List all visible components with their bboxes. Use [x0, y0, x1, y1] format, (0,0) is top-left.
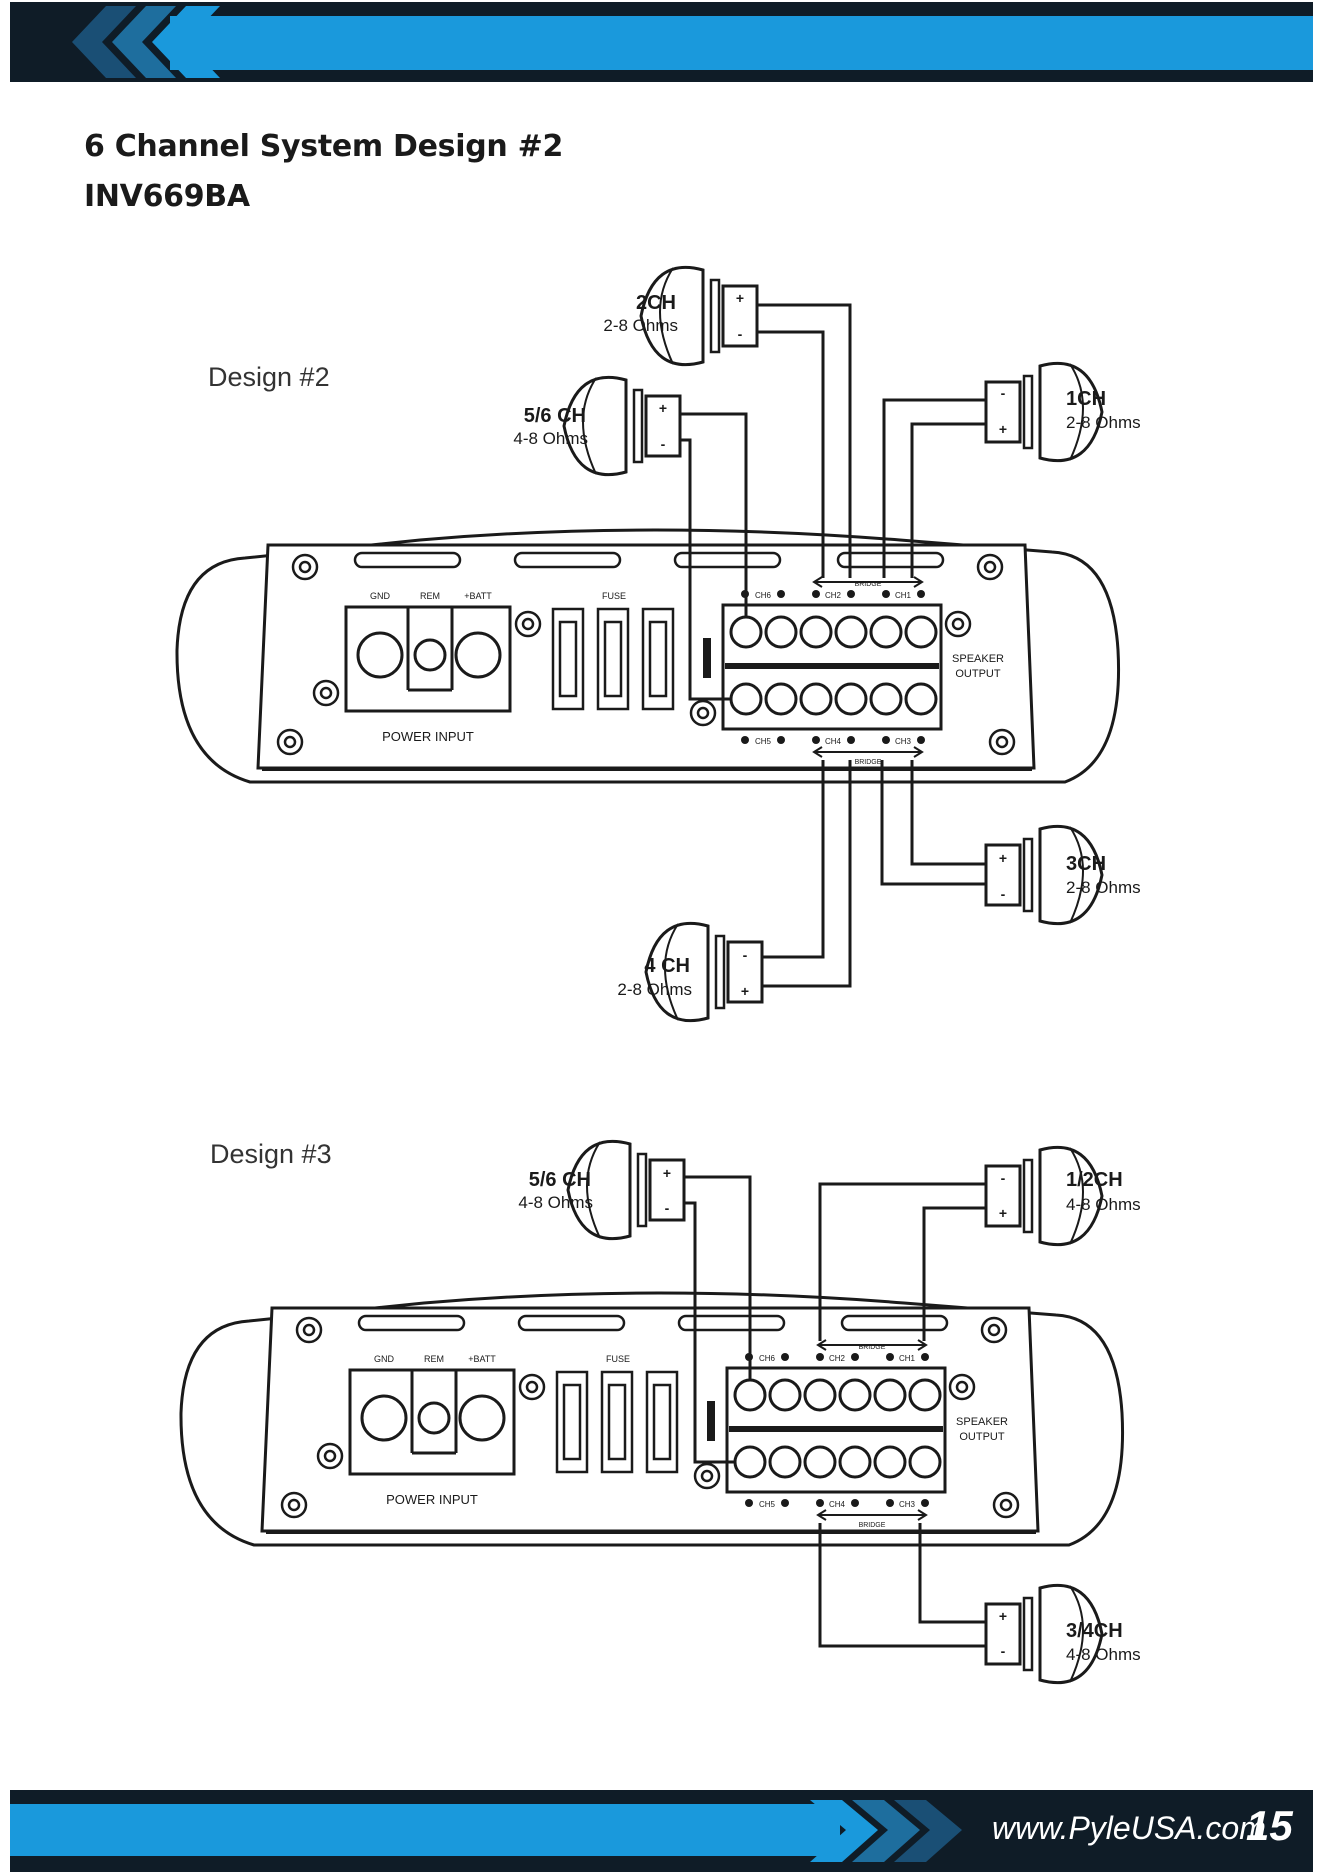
speaker-impedance: 2-8 Ohms [1066, 413, 1141, 432]
speaker-name: 5/6 CH [529, 1169, 591, 1191]
design-3-ch1-label: CH1 [899, 1354, 916, 1363]
speaker-plus-icon: + [741, 983, 749, 999]
speaker-impedance: 4-8 Ohms [1066, 1195, 1141, 1214]
speaker-name: 1CH [1066, 388, 1106, 410]
design-3-ch3-label: CH3 [899, 1500, 916, 1509]
speaker-impedance: 4-8 Ohms [1066, 1645, 1141, 1664]
design-2-ch3-label: CH3 [895, 737, 912, 746]
speaker-impedance: 4-8 Ohms [513, 429, 588, 448]
design-3: Design #3 GND REM +BATT POWER INPUT FUSE… [181, 1139, 1141, 1685]
design-3-speaker-output-label-2: OUTPUT [959, 1431, 1005, 1443]
design-2-fuse-label: FUSE [602, 591, 626, 601]
design-2-ch5-label: CH5 [755, 737, 772, 746]
design-2-amplifier: GND REM +BATT POWER INPUT FUSE SPEAKER O… [177, 530, 1119, 782]
speaker-name: 2CH [636, 292, 676, 314]
design-2-speaker-5-6ch: + - 5/6 CH 4-8 Ohms [513, 375, 682, 477]
speaker-plus-icon: + [663, 1165, 671, 1181]
speaker-impedance: 2-8 Ohms [603, 316, 678, 335]
speaker-impedance: 2-8 Ohms [617, 980, 692, 999]
speaker-minus-icon: - [661, 436, 666, 452]
design-3-gnd-label: GND [374, 1354, 395, 1364]
speaker-minus-icon: - [1001, 1643, 1006, 1659]
design-2-bridge-label-bottom: BRIDGE [855, 759, 882, 766]
design-3-ch5-label: CH5 [759, 1500, 776, 1509]
speaker-plus-icon: + [659, 400, 667, 416]
design-2-ch4-label: CH4 [825, 737, 842, 746]
chevron-arrows-icon [810, 1800, 962, 1862]
page-title: 6 Channel System Design #2 INV669BA [84, 122, 563, 222]
page-title-line-1: 6 Channel System Design #2 [84, 129, 564, 164]
speaker-minus-icon: - [743, 947, 748, 963]
design-3-bridge-label-bottom: BRIDGE [859, 1522, 886, 1529]
speaker-name: 1/2CH [1066, 1169, 1123, 1191]
design-2-speaker-4ch: - + 4 CH 2-8 Ohms [617, 921, 764, 1023]
design-3-speaker-5-6ch: + - 5/6 CH 4-8 Ohms [518, 1139, 686, 1241]
design-3-fuse-label: FUSE [606, 1354, 630, 1364]
footer-url[interactable]: www.PyleUSA.com [992, 1810, 1266, 1846]
speaker-impedance: 2-8 Ohms [1066, 878, 1141, 897]
design-2-rem-label: REM [420, 591, 440, 601]
footer-band [10, 1790, 1313, 1872]
design-3-power-input-label: POWER INPUT [386, 1492, 478, 1507]
speaker-minus-icon: - [1001, 385, 1006, 401]
design-3-ch4-label: CH4 [829, 1500, 846, 1509]
speaker-name: 3/4CH [1066, 1620, 1123, 1642]
design-3-ch6-label: CH6 [759, 1354, 776, 1363]
design-2: Design #2 GND REM +BATT POWER INPUT FUSE… [177, 265, 1141, 1023]
speaker-name: 4 CH [644, 955, 690, 977]
header-band [10, 2, 1313, 82]
design-2-ch1-label: CH1 [895, 591, 912, 600]
page-title-line-2: INV669BA [84, 179, 250, 214]
speaker-impedance: 4-8 Ohms [518, 1193, 593, 1212]
design-3-amplifier: GND REM +BATT POWER INPUT FUSE SPEAKER O… [181, 1293, 1123, 1545]
design-2-batt-label: +BATT [464, 591, 492, 601]
design-3-speaker-1-2ch: - + 1/2CH 4-8 Ohms [984, 1145, 1141, 1247]
speaker-plus-icon: + [736, 290, 744, 306]
chevron-arrows-icon [72, 6, 220, 78]
speaker-name: 3CH [1066, 853, 1106, 875]
design-3-batt-label: +BATT [468, 1354, 496, 1364]
design-3-rem-label: REM [424, 1354, 444, 1364]
speaker-minus-icon: - [1001, 1170, 1006, 1186]
design-3-label: Design #3 [210, 1139, 332, 1169]
page-number: 15 [1246, 1802, 1293, 1849]
speaker-plus-icon: + [999, 421, 1007, 437]
design-3-speaker-3-4ch: + - 3/4CH 4-8 Ohms [984, 1583, 1141, 1685]
design-3-ch2-label: CH2 [829, 1354, 846, 1363]
design-2-speaker-output-label: SPEAKER [952, 653, 1004, 665]
design-3-bridge-label-top: BRIDGE [859, 1344, 886, 1351]
design-2-ch6-label: CH6 [755, 591, 772, 600]
speaker-plus-icon: + [999, 850, 1007, 866]
design-2-gnd-label: GND [370, 591, 391, 601]
design-2-speaker-output-label-2: OUTPUT [955, 668, 1001, 680]
design-2-speaker-2ch: + - 2CH 2-8 Ohms [603, 265, 759, 367]
design-2-ch2-label: CH2 [825, 591, 842, 600]
speaker-plus-icon: + [999, 1608, 1007, 1624]
design-2-speaker-1ch: - + 1CH 2-8 Ohms [984, 361, 1141, 463]
design-3-wires [680, 1175, 990, 1648]
design-2-label: Design #2 [208, 362, 330, 392]
design-2-power-input-label: POWER INPUT [382, 729, 474, 744]
speaker-name: 5/6 CH [524, 405, 586, 427]
design-3-speaker-output-label: SPEAKER [956, 1416, 1008, 1428]
speaker-plus-icon: + [999, 1205, 1007, 1221]
design-2-speaker-3ch: + - 3CH 2-8 Ohms [984, 824, 1141, 926]
design-2-wires [676, 303, 990, 988]
design-2-bridge-label-top: BRIDGE [855, 581, 882, 588]
speaker-minus-icon: - [665, 1200, 670, 1216]
speaker-minus-icon: - [738, 326, 743, 342]
speaker-minus-icon: - [1001, 886, 1006, 902]
